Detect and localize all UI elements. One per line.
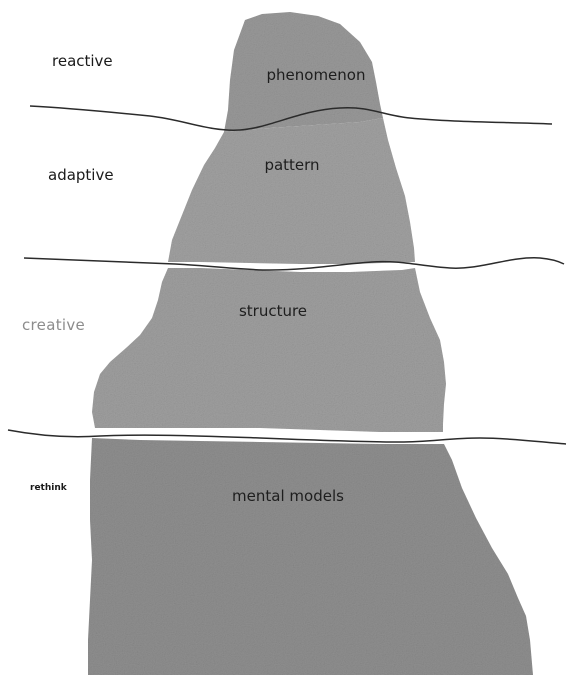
iceberg-structure-layer [92,268,446,432]
tier-label-creative: creative [22,316,85,334]
waterline-3 [8,430,566,444]
iceberg-models-layer [88,438,533,675]
layer-label-pattern: pattern [264,156,319,174]
tier-label-adaptive: adaptive [48,166,114,184]
layer-label-structure: structure [239,302,307,320]
layer-label-mental-models: mental models [232,487,344,505]
tier-label-reactive: reactive [52,52,113,70]
iceberg-pattern-layer [168,118,415,264]
tier-label-rethink: rethink [30,483,67,493]
layer-label-phenomenon: phenomenon [267,66,366,84]
